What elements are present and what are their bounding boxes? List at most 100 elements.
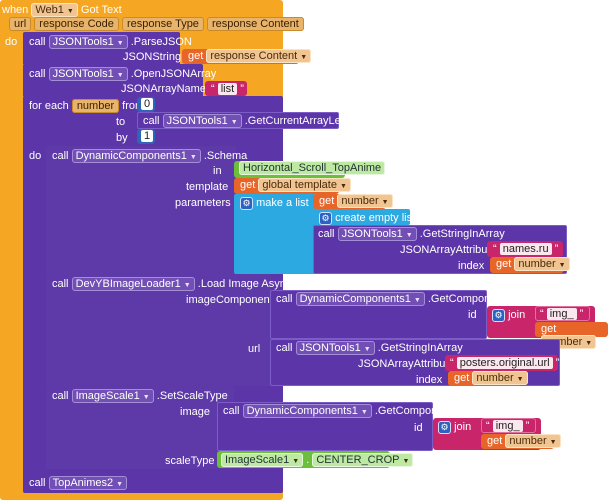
- parse-json-head: call JSONTools1▼ .ParseJSON: [29, 34, 192, 50]
- method-label: .GetCurrentArrayLength: [244, 115, 363, 127]
- var-dropdown[interactable]: number▼: [514, 257, 570, 271]
- join-label: join: [508, 309, 526, 321]
- string-value[interactable]: list: [217, 83, 238, 95]
- call-label: call: [143, 115, 160, 127]
- gear-icon[interactable]: ⚙: [492, 309, 505, 322]
- jsontools-dropdown[interactable]: JSONTools1▼: [295, 341, 375, 355]
- schema-head: call DynamicComponents1▼ .Schema: [52, 148, 247, 164]
- method-label: .OpenJSONArray: [130, 68, 217, 80]
- final-call-inner: call TopAnimes2▼: [29, 476, 128, 491]
- event-params: url response Code response Type response…: [9, 17, 304, 31]
- call-label: call: [29, 68, 46, 80]
- image-scale-dropdown[interactable]: ImageScale1▼: [71, 389, 154, 403]
- to-label: to: [116, 116, 126, 128]
- string-value[interactable]: posters.original.url: [456, 357, 553, 369]
- method-label: .Schema: [203, 150, 248, 162]
- var-dropdown[interactable]: number▼: [505, 434, 561, 448]
- var-dropdown[interactable]: number▼: [472, 371, 528, 385]
- id-label: id: [414, 422, 423, 434]
- call-label: call: [318, 228, 335, 240]
- event-name: Got Text: [80, 4, 122, 16]
- image-component-label: imageComponent: [186, 294, 273, 306]
- param-response-type[interactable]: response Type: [121, 17, 204, 31]
- dynamic-components-dropdown[interactable]: DynamicComponents1▼: [71, 149, 201, 163]
- var-dropdown[interactable]: global template▼: [258, 178, 351, 192]
- method-label: .Load Image Async: [197, 278, 292, 290]
- jsontools-dropdown[interactable]: JSONTools1▼: [48, 67, 128, 81]
- web-component-dropdown[interactable]: Web1▼: [31, 3, 78, 17]
- url-label: url: [248, 343, 261, 355]
- image-scale-dropdown[interactable]: ImageScale1▼: [221, 453, 304, 467]
- text-list-inner: “ list ”: [211, 83, 244, 95]
- method-label: .ParseJSON: [130, 36, 192, 48]
- jsonarrayname-label: JSONArrayName: [121, 83, 206, 95]
- call-label: call: [52, 278, 69, 290]
- by-value[interactable]: 1: [141, 130, 154, 142]
- template-label: template: [186, 181, 229, 193]
- string-value[interactable]: names.ru: [499, 243, 552, 255]
- image-label: image: [180, 406, 210, 418]
- component-value[interactable]: Horizontal_Scroll_TopAnime: [239, 161, 386, 175]
- call-label: call: [276, 293, 293, 305]
- method-label: .GetComponent: [427, 293, 506, 305]
- scale-type-label: scaleType: [165, 455, 215, 467]
- gear-icon[interactable]: ⚙: [240, 197, 253, 210]
- call-label: call: [52, 150, 69, 162]
- method-label: .GetStringInArray: [377, 342, 463, 354]
- call-label: call: [223, 405, 240, 417]
- dynamic-components-dropdown[interactable]: DynamicComponents1▼: [242, 404, 372, 418]
- jsontools-dropdown[interactable]: JSONTools1▼: [337, 227, 417, 241]
- parameters-label: parameters: [175, 197, 231, 209]
- get-label: get: [541, 323, 557, 335]
- param-url[interactable]: url: [9, 17, 32, 31]
- in-label: in: [213, 165, 222, 177]
- call-label: call: [276, 342, 293, 354]
- when-label: when: [2, 4, 29, 16]
- jsonarrayattr-label: JSONArrayAttribute: [400, 244, 497, 256]
- loader-head: call DevYBImageLoader1▼ .Load Image Asyn…: [52, 276, 291, 292]
- jsonarrayattr-label: JSONArrayAttribute: [358, 358, 455, 370]
- jsonstring-label: JSONString: [123, 51, 182, 63]
- get-label: get: [188, 50, 204, 62]
- method-label: .SetScaleType: [156, 390, 228, 402]
- method-label: .GetComponent: [374, 405, 453, 417]
- get-response-content-inner: get response Content▼: [188, 49, 312, 64]
- param-response-content[interactable]: response Content: [207, 17, 304, 31]
- param-response-code[interactable]: response Code: [34, 17, 119, 31]
- gear-icon[interactable]: ⚙: [319, 212, 332, 225]
- procedure-dropdown[interactable]: TopAnimes2▼: [48, 476, 128, 490]
- by-label: by: [116, 132, 128, 144]
- for-each-head: for each number from: [29, 98, 144, 114]
- create-empty-list-block[interactable]: [313, 209, 410, 225]
- call-label: call: [29, 477, 46, 489]
- array-length-inner: call JSONTools1▼ .GetCurrentArrayLength: [143, 113, 362, 129]
- image-loader-block[interactable]: [46, 274, 271, 386]
- for-each-label: for each: [29, 100, 69, 112]
- get-number-join[interactable]: [535, 322, 608, 337]
- get-label: get: [496, 258, 512, 270]
- join-label: join: [454, 421, 472, 433]
- string-value[interactable]: img_: [492, 420, 523, 432]
- empty-list-label: create empty list: [335, 212, 416, 224]
- gear-icon[interactable]: ⚙: [438, 421, 451, 434]
- loop-var-number[interactable]: number: [71, 99, 120, 113]
- jsontools-dropdown[interactable]: JSONTools1▼: [162, 114, 242, 128]
- id-label: id: [468, 309, 477, 321]
- get-label: get: [240, 179, 256, 191]
- index-label: index: [458, 260, 485, 272]
- event-header: when Web1▼ Got Text: [2, 2, 122, 18]
- call-label: call: [29, 36, 46, 48]
- scale-value-dropdown[interactable]: CENTER_CROP▼: [312, 453, 414, 467]
- image-loader-dropdown[interactable]: DevYBImageLoader1▼: [71, 277, 195, 291]
- schema-block[interactable]: [46, 146, 236, 274]
- dynamic-components-dropdown[interactable]: DynamicComponents1▼: [295, 292, 425, 306]
- scale-head: call ImageScale1▼ .SetScaleType: [52, 388, 228, 404]
- jsontools-dropdown[interactable]: JSONTools1▼: [48, 35, 128, 49]
- var-dropdown[interactable]: response Content▼: [206, 49, 312, 63]
- loop-do-label: do: [29, 150, 42, 162]
- from-value[interactable]: 0: [141, 98, 154, 110]
- get-label: get: [454, 372, 470, 384]
- var-dropdown[interactable]: number▼: [337, 194, 393, 208]
- string-value[interactable]: img_: [546, 308, 577, 320]
- do-label: do: [5, 36, 18, 48]
